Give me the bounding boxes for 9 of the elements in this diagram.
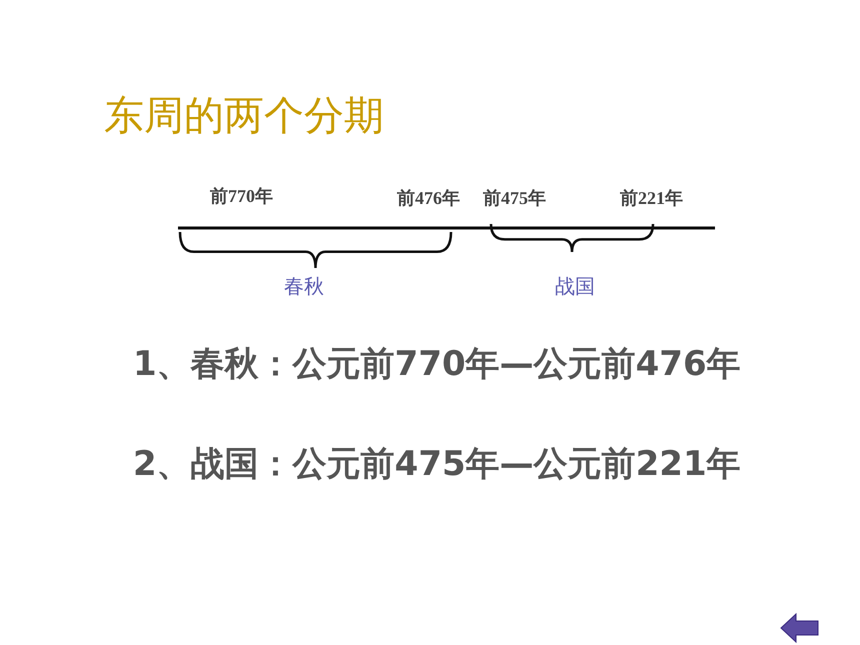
period-label: 春秋 — [284, 274, 324, 298]
year-label: 前770年 — [210, 186, 273, 208]
year-label: 前221年 — [620, 188, 683, 210]
slide-title: 东周的两个分期 — [104, 92, 384, 140]
period-description: 1、春秋：公元前770年—公元前476年 — [133, 344, 741, 385]
period-description: 2、战国：公元前475年—公元前221年 — [133, 444, 741, 485]
year-label: 前476年 — [397, 188, 460, 210]
year-label: 前475年 — [483, 188, 546, 210]
period-label: 战国 — [555, 274, 595, 298]
